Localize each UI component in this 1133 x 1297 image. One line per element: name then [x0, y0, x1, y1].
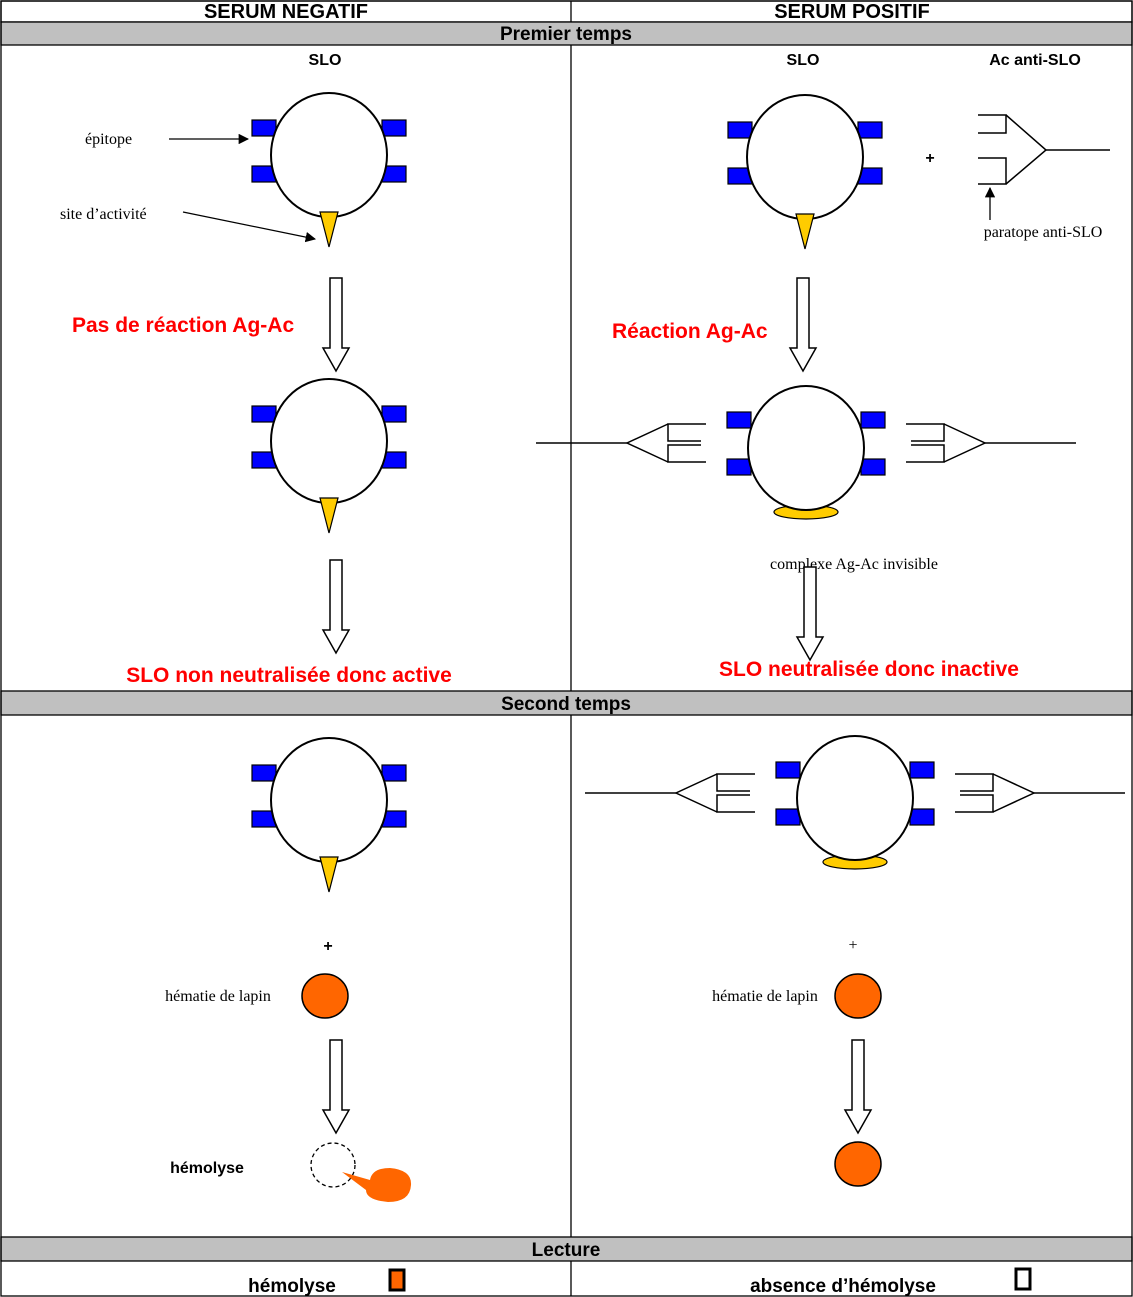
rbc-label-pos: hématie de lapin — [712, 988, 818, 1005]
hemolysis-label: hémolyse — [170, 1160, 244, 1177]
hemoglobin-spill — [342, 1168, 412, 1202]
rbc-intact — [834, 1141, 882, 1187]
slo-molecule-neg-2 — [251, 378, 407, 534]
lysed-rbc-outline — [310, 1142, 356, 1188]
result-neg: SLO non neutralisée donc active — [126, 664, 452, 687]
arrow-pos-3 — [844, 1039, 872, 1134]
section-reading: Lecture — [532, 1240, 601, 1261]
arrow-pos-2 — [796, 566, 824, 661]
epitope-label: épitope — [85, 131, 132, 148]
arrow-pos-1 — [789, 277, 817, 372]
section-band-reading — [0, 1236, 1133, 1262]
tube-hemolysis-icon — [388, 1268, 406, 1292]
header-row — [0, 0, 1133, 23]
plus-second-pos: + — [848, 937, 857, 954]
section-second: Second temps — [501, 694, 631, 715]
ag-ac-complex-1 — [536, 386, 1076, 519]
result-pos: SLO neutralisée donc inactive — [719, 658, 1019, 681]
section-first: Premier temps — [500, 24, 632, 45]
slo-molecule-neg — [251, 92, 407, 248]
site-label: site d’activité — [60, 206, 147, 223]
reading-neg: hémolyse — [248, 1276, 336, 1297]
reading-pos: absence d’hémolyse — [750, 1276, 936, 1297]
complex-label: complexe Ag-Ac invisible — [770, 556, 938, 573]
paratope-label: paratope anti-SLO — [984, 224, 1103, 241]
arrow-neg-1 — [322, 277, 350, 372]
tube-clear-icon — [1014, 1267, 1032, 1291]
header-positive: SERUM POSITIF — [774, 1, 930, 23]
header-negative: SERUM NEGATIF — [204, 1, 368, 23]
slo-label-pos: SLO — [787, 52, 820, 69]
rbc-neg — [301, 973, 349, 1019]
site-pointer — [182, 211, 317, 243]
arrow-neg-2 — [322, 559, 350, 654]
antibody-icon — [978, 114, 1110, 185]
arrow-neg-3 — [322, 1039, 350, 1134]
reaction-neg: Pas de réaction Ag-Ac — [72, 314, 294, 337]
antibody-label: Ac anti-SLO — [989, 52, 1081, 69]
slo-molecule-pos — [727, 94, 883, 250]
ag-ac-complex-2 — [585, 736, 1125, 869]
rbc-pos — [834, 973, 882, 1019]
slo-label-neg: SLO — [309, 52, 342, 69]
slo-molecule-neg-3 — [251, 737, 407, 893]
plus-second-neg: + — [323, 938, 332, 955]
rbc-label-neg: hématie de lapin — [165, 988, 271, 1005]
reaction-pos: Réaction Ag-Ac — [612, 320, 768, 343]
plus-first-pos: + — [925, 150, 934, 167]
